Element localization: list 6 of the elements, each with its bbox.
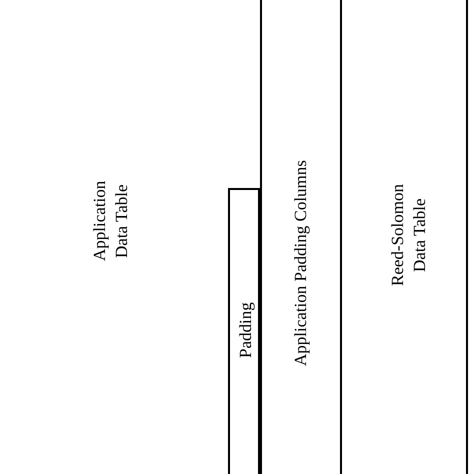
box-label: Padding	[235, 301, 256, 360]
box-label: Reed-Solomon Data Table	[387, 183, 430, 288]
column-band	[260, 0, 342, 474]
box-label: Application Data Table	[89, 180, 132, 264]
box-label: Application Padding Columns	[290, 159, 311, 368]
padding-box	[228, 188, 260, 474]
